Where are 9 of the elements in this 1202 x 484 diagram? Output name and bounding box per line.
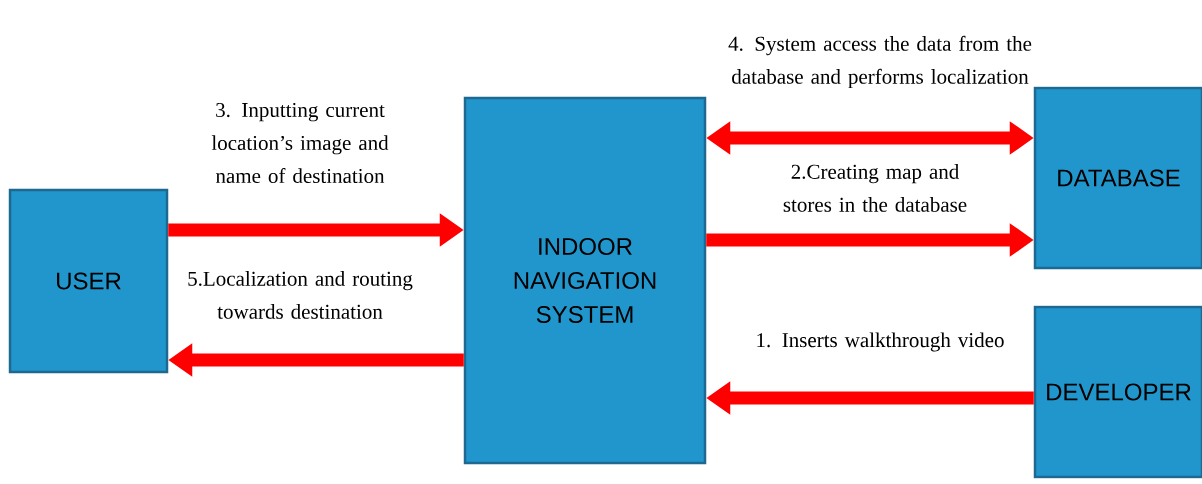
- edge-label: 3. Inputting current location’s image and name of destination: [211, 102, 389, 184]
- system-box: USER: [8, 188, 169, 374]
- system-box: INDOOR NAVIGATION SYSTEM: [463, 96, 707, 465]
- edge-label: 5.Localization and routing towards destination: [188, 271, 413, 319]
- edge-label: 4. System access the data from the database and performs localization: [728, 35, 1032, 89]
- edge-label: 1. Inserts walkthrough video: [757, 332, 1004, 352]
- system-box: DEVELOPER: [1033, 305, 1202, 479]
- system-box: DATABASE: [1033, 86, 1202, 270]
- edge-label: 2.Creating map and stores in the database: [783, 164, 967, 212]
